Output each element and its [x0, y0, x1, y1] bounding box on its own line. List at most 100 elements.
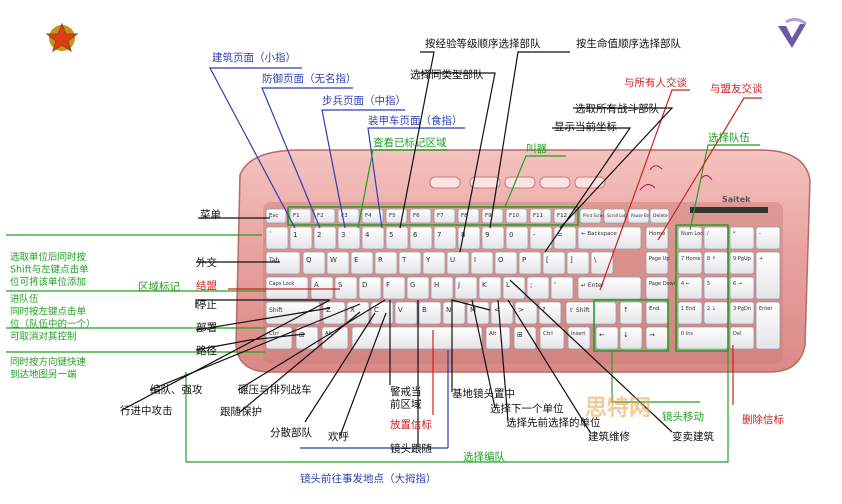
key-r1-1: 1: [289, 226, 313, 250]
key-np-0: 0 Ins: [677, 326, 729, 350]
key-label-np-r4-1: 2 ↓: [707, 306, 716, 312]
key-label-r1-0: `: [269, 231, 273, 239]
key-f4: F4: [361, 208, 384, 224]
key-label-f8: F8: [461, 213, 468, 219]
key-left: ←: [595, 326, 619, 350]
key-label-r4-5: N: [446, 306, 451, 314]
line-armor: [367, 127, 465, 229]
key-label-f11: F11: [533, 213, 543, 219]
label-chat-all: 与所有人交谈: [624, 76, 687, 89]
key-label-r2-2: E: [354, 256, 358, 264]
label-show-coords: 显示当前坐标: [554, 120, 617, 133]
label-ctrl-team: 进队伍同时按左键点击单位（队伍中的一个）可取消对其控制: [10, 293, 96, 343]
key-label-np-top-1: /: [707, 231, 709, 237]
key-pause: Pause Break: [627, 208, 656, 224]
key-np-r3-0: 4 ←: [677, 276, 703, 300]
label-select-group: 选择编队: [463, 450, 505, 463]
key-label-r1-1: 1: [293, 231, 297, 239]
key-scroll: Scroll Lock: [603, 208, 629, 224]
yuri-logo: [778, 17, 807, 48]
key-label-r1-7: 7: [437, 231, 441, 239]
f-keys-highlight: [287, 206, 579, 226]
label-waypoint: 路径: [196, 344, 217, 357]
key-down: ↓: [619, 326, 643, 350]
key-r3-0: A: [310, 276, 334, 300]
key-label-scroll: Scroll Lock: [607, 213, 629, 218]
label-defense-page: 防御页面（无名指）: [262, 72, 357, 85]
key-label-np-r2-1: 8 ↑: [707, 256, 716, 262]
key-label-r4-3: V: [398, 306, 403, 314]
key-r3-3: F: [382, 276, 406, 300]
key-label-r2-8: O: [498, 256, 504, 264]
key-enter: ↵ Enter: [577, 276, 642, 300]
key-label-f3: F3: [341, 213, 348, 219]
key-np-top-3: -: [755, 226, 781, 250]
brand-label: Saitek: [722, 195, 751, 204]
red-star-logo: [45, 22, 79, 53]
key-r2-4: T: [398, 251, 422, 275]
line-chat-allies: [657, 97, 762, 241]
key-r4-7: <: [490, 301, 514, 325]
key-label-caps: Caps Lock: [269, 281, 294, 287]
key-label-r1-12: =: [557, 231, 563, 239]
key-ctrl-r: Ctrl: [539, 326, 565, 350]
key-label-win-l: ⊞: [299, 331, 305, 339]
label-select-prev: 选择先前选择的单位: [506, 416, 601, 429]
label-view-marked: 查看已标记区域: [373, 136, 447, 149]
label-cheer: 欢呼: [328, 430, 349, 443]
key-end: End: [645, 301, 669, 325]
line-all-combat: [559, 107, 674, 229]
key-label-np-r3-0: 4 ←: [681, 281, 690, 287]
key-label-shift-r: ⇧ Shift: [569, 307, 590, 314]
label-menu: 菜单: [200, 209, 221, 221]
key-label-np-0: 0 Ins: [681, 331, 693, 337]
key-label-r3-8: L: [506, 281, 510, 289]
key-np-top-2: *: [729, 226, 755, 250]
key-r3-2: D: [358, 276, 382, 300]
key-r1-7: 7: [433, 226, 457, 250]
key-space: [351, 326, 483, 350]
key-label-r4-0: Z: [326, 306, 331, 314]
key-label-r4-7: <: [494, 306, 500, 314]
key-f7: F7: [433, 208, 456, 224]
key-r1-4: 4: [361, 226, 385, 250]
key-r4-4: B: [418, 301, 442, 325]
key-home: Home: [645, 226, 669, 250]
line-build: [209, 67, 302, 229]
key-label-end: End: [649, 306, 659, 312]
key-r2-10: [: [542, 251, 566, 275]
line-select-prev: [497, 299, 509, 422]
label-stop: 停止: [196, 298, 217, 311]
key-print: Print Screen: [579, 208, 608, 224]
key-np-r2-0: 7 Home: [677, 251, 703, 275]
key-label-r4-2: C: [374, 306, 379, 314]
key-label-ctrl-l: Ctrl: [269, 331, 279, 337]
key-r3-5: H: [430, 276, 454, 300]
key-label-backspace: ← Backspace: [581, 231, 617, 237]
key-esc: Esc: [265, 208, 287, 224]
key-r2-1: W: [326, 251, 350, 275]
label-select-team: 选择队伍: [708, 131, 750, 144]
key-r4-6: M: [466, 301, 490, 325]
key-label-f12: F12: [557, 213, 567, 219]
key-label-insert: Insert: [571, 331, 585, 337]
key-label-esc: Esc: [269, 213, 278, 219]
key-label-np-r2-3: +: [759, 256, 763, 262]
key-backspace: ← Backspace: [577, 226, 642, 250]
key-label-np-r4-0: 1 End: [681, 306, 695, 312]
label-cam-move: 镜头移动: [662, 410, 704, 423]
key-label-np-r4-3: Enter: [759, 306, 773, 312]
key-label-r4-6: M: [470, 306, 476, 314]
key-r1-2: 2: [313, 226, 337, 250]
label-guard: 跟随保护: [220, 405, 262, 418]
key-r1-9: 9: [481, 226, 505, 250]
key-label-print: Print Screen: [583, 213, 608, 218]
line-select-next: [471, 299, 496, 409]
key-np-r2-2: 9 PgUp: [729, 251, 755, 275]
key-label-right: →: [649, 331, 655, 339]
key-label-delete: Delete: [653, 213, 668, 219]
key-label-r2-6: U: [450, 256, 455, 264]
key-f10: F10: [505, 208, 528, 224]
key-label-r2-3: R: [378, 256, 383, 264]
